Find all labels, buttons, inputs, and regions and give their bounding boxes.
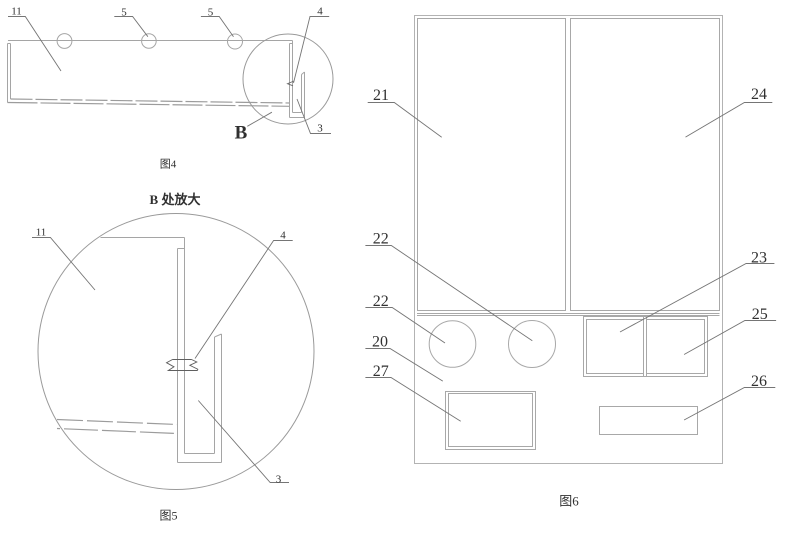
svg-text:4: 4 xyxy=(317,6,323,18)
svg-text:图4: 图4 xyxy=(160,158,177,171)
svg-text:27: 27 xyxy=(373,363,389,380)
svg-text:26: 26 xyxy=(751,373,767,390)
svg-text:图6: 图6 xyxy=(559,494,579,509)
svg-text:5: 5 xyxy=(208,7,214,19)
svg-text:25: 25 xyxy=(752,306,768,323)
svg-text:B: B xyxy=(235,123,248,144)
svg-text:B 处放大: B 处放大 xyxy=(150,192,201,207)
svg-text:图5: 图5 xyxy=(159,509,177,523)
svg-text:5: 5 xyxy=(121,7,127,19)
svg-text:21: 21 xyxy=(373,87,389,104)
svg-text:3: 3 xyxy=(276,474,282,486)
svg-text:23: 23 xyxy=(751,250,767,267)
svg-text:20: 20 xyxy=(372,334,388,351)
svg-text:22: 22 xyxy=(373,231,389,248)
svg-text:11: 11 xyxy=(11,6,22,18)
svg-text:4: 4 xyxy=(280,230,286,242)
svg-text:24: 24 xyxy=(751,86,767,103)
svg-text:11: 11 xyxy=(36,227,47,239)
svg-text:22: 22 xyxy=(373,293,389,310)
svg-text:3: 3 xyxy=(317,122,323,134)
